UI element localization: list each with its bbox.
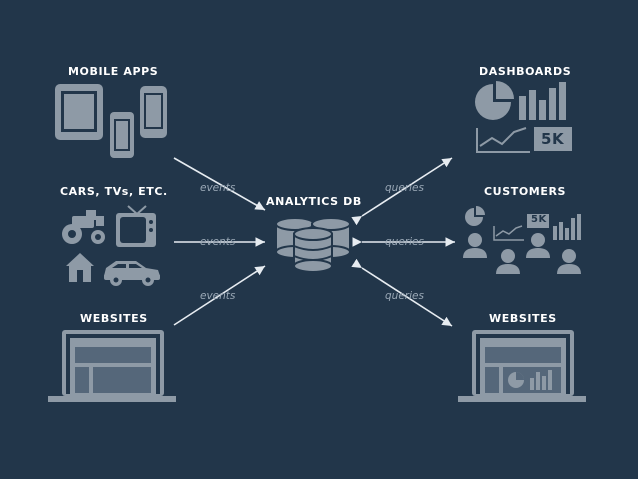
customer-person-1-icon xyxy=(463,233,487,258)
node-label-mobile-apps: MOBILE APPS xyxy=(68,65,159,78)
dashboard-kpi-value: 5K xyxy=(541,130,565,148)
dashboard-line-icon xyxy=(476,127,530,153)
arrow-queries-dashboards xyxy=(351,157,453,226)
smartphone-large-icon xyxy=(140,86,167,138)
customer-person-2-icon xyxy=(496,249,520,274)
node-label-websites-right: WEBSITES xyxy=(489,312,557,325)
customer-person-4-icon xyxy=(557,249,581,274)
customer-kpi-icon xyxy=(527,214,549,228)
dashboard-bar-icon xyxy=(519,82,566,120)
database-icon xyxy=(275,217,351,273)
smartphone-small-icon xyxy=(110,112,134,158)
node-label-customers: CUSTOMERS xyxy=(484,185,567,198)
node-label-dashboards: DASHBOARDS xyxy=(479,65,572,78)
node-label-analytics-db: ANALYTICS DB xyxy=(266,195,362,208)
television-icon xyxy=(116,205,156,247)
edge-label-queries-top: queries xyxy=(385,182,424,194)
house-icon xyxy=(66,253,94,282)
tractor-icon xyxy=(62,210,105,244)
edge-label-events-top: events xyxy=(200,182,236,194)
car-icon xyxy=(104,261,160,286)
node-label-websites-left: WEBSITES xyxy=(80,312,148,325)
edge-label-queries-mid: queries xyxy=(385,236,424,248)
edge-label-events-mid: events xyxy=(200,236,236,248)
laptop-left-icon xyxy=(48,330,176,402)
customer-person-3-icon xyxy=(526,233,550,258)
edge-label-queries-bottom: queries xyxy=(385,290,424,302)
arrow-queries-websites xyxy=(351,258,453,327)
customer-line-icon xyxy=(493,225,524,241)
tablet-icon xyxy=(55,84,103,140)
edge-label-events-bottom: events xyxy=(200,290,236,302)
node-label-cars-tvs: CARS, TVs, ETC. xyxy=(60,185,168,198)
customer-pie-icon xyxy=(465,206,485,226)
dashboard-pie-icon xyxy=(475,81,514,120)
arrow-events-websites xyxy=(173,265,266,326)
customer-bar-icon xyxy=(553,214,581,240)
customer-kpi-value: 5K xyxy=(531,214,547,225)
dashboard-kpi-icon xyxy=(534,127,572,151)
arrow-events-mobile xyxy=(173,157,266,211)
laptop-right-icon xyxy=(458,330,586,402)
